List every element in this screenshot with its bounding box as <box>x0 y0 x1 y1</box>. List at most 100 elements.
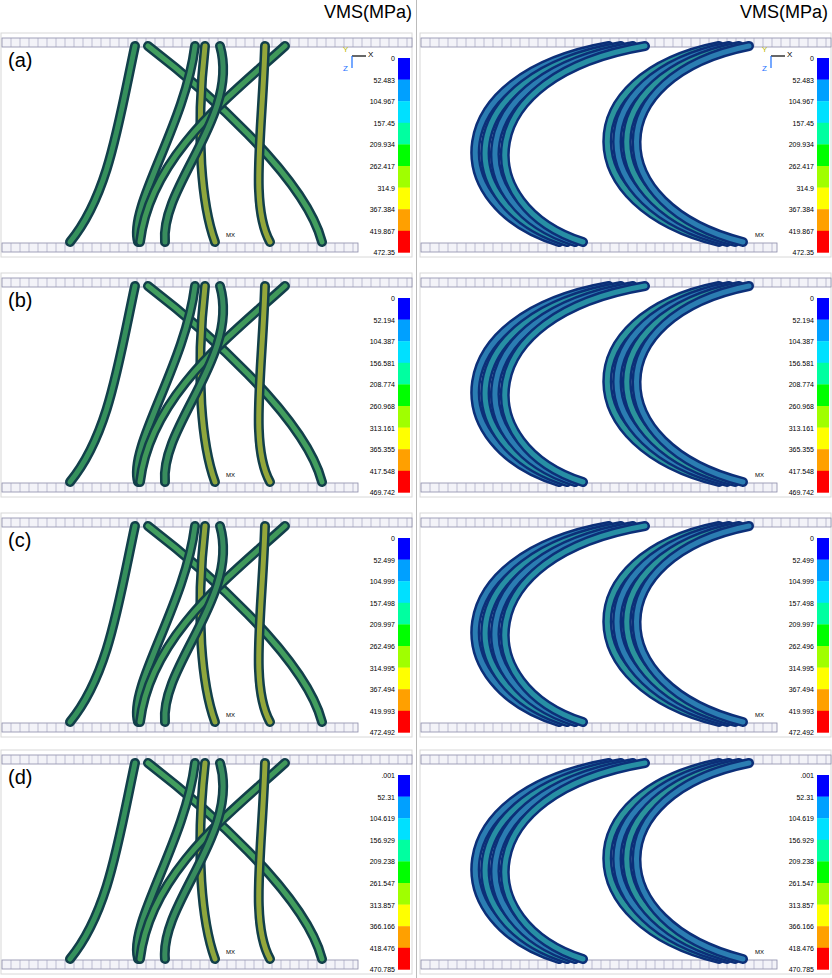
colorbar-value: 314.995 <box>370 664 395 671</box>
color-bar <box>398 538 410 733</box>
tube-front-view <box>70 526 322 722</box>
max-marker: MX <box>755 232 764 238</box>
plate <box>2 483 358 492</box>
colorbar-value: 209.934 <box>370 141 395 148</box>
colorbar-value: 367.384 <box>370 206 395 213</box>
color-bar <box>817 775 829 970</box>
panel-frame <box>420 513 831 737</box>
colorbar-value: 313.161 <box>789 424 814 431</box>
colorbar-value: 104.387 <box>789 338 814 345</box>
colorbar-value: 314.995 <box>789 664 814 671</box>
colorbar-value: 470.785 <box>370 966 395 973</box>
panel-frame <box>420 33 831 257</box>
colorbar-value: 104.999 <box>789 578 814 585</box>
panel-frame <box>420 273 831 497</box>
colorbar-value: 262.417 <box>370 163 395 170</box>
axis-label: Z <box>762 65 767 73</box>
colorbar-value: 52.499 <box>374 556 395 563</box>
colorbar-value: 0 <box>391 295 395 302</box>
colorbar-value: 419.867 <box>789 227 814 234</box>
colorbar-value: 104.967 <box>789 98 814 105</box>
tube-front-view <box>70 46 322 242</box>
colorbar-value: 366.166 <box>789 923 814 930</box>
color-bar <box>817 58 829 253</box>
color-bar <box>398 298 410 493</box>
colorbar-value: 262.496 <box>789 643 814 650</box>
colorbar-value: 104.619 <box>789 815 814 822</box>
colorbar-value: 419.993 <box>370 707 395 714</box>
panel-label: (b) <box>8 290 32 310</box>
colorbar-value: 314.9 <box>796 184 814 191</box>
column-divider <box>416 0 417 978</box>
colorbar-value: 470.785 <box>789 966 814 973</box>
colorbar-value: 0 <box>810 535 814 542</box>
max-marker: MX <box>755 712 764 718</box>
tube-front-view <box>70 286 322 482</box>
colorbar-value: 472.35 <box>793 249 814 256</box>
colorbar-value: 313.857 <box>789 901 814 908</box>
axis-label: X <box>368 51 373 59</box>
colorbar-value: 314.9 <box>377 184 395 191</box>
colorbar-value: .001 <box>800 772 814 779</box>
colorbar-value: 367.384 <box>789 206 814 213</box>
colorbar-value: 260.968 <box>370 403 395 410</box>
tube-side-view <box>475 763 749 959</box>
colorbar-value: .001 <box>381 772 395 779</box>
colorbar-value: 209.934 <box>789 141 814 148</box>
colorbar-value: 52.483 <box>374 76 395 83</box>
max-marker: MX <box>755 472 764 478</box>
tube-side-view <box>475 286 749 482</box>
colorbar-value: 261.547 <box>370 880 395 887</box>
colorbar-value: 208.774 <box>789 381 814 388</box>
colorbar-value: 52.483 <box>793 76 814 83</box>
colorbar-value: 157.498 <box>370 599 395 606</box>
colorbar-value: 156.929 <box>789 836 814 843</box>
tube-side-view <box>475 526 749 722</box>
plate <box>2 960 358 969</box>
plate <box>2 243 358 252</box>
colorbar-value: 0 <box>810 295 814 302</box>
colorbar-value: 419.867 <box>370 227 395 234</box>
axis-label: X <box>787 51 792 59</box>
axis-label: Z <box>343 65 348 73</box>
panel-frame <box>420 750 831 974</box>
colorbar-value: 52.194 <box>793 316 814 323</box>
colorbar-value: 417.548 <box>789 467 814 474</box>
colorbar-value: 418.476 <box>789 944 814 951</box>
max-marker: MX <box>755 949 764 955</box>
colorbar-value: 157.498 <box>789 599 814 606</box>
colorbar-value: 313.857 <box>370 901 395 908</box>
colorbar-value: 313.161 <box>370 424 395 431</box>
colorbar-value: 104.999 <box>370 578 395 585</box>
colorbar-value: 157.45 <box>793 119 814 126</box>
colorbar-value: 209.238 <box>789 858 814 865</box>
colorbar-value: 261.547 <box>789 880 814 887</box>
colorbar-value: 0 <box>810 55 814 62</box>
max-marker: MX <box>226 472 235 478</box>
color-bar <box>817 298 829 493</box>
column-header: VMS(MPa) <box>740 3 828 21</box>
column-header: VMS(MPa) <box>324 3 412 21</box>
colorbar-value: 209.997 <box>370 621 395 628</box>
colorbar-value: 157.45 <box>374 119 395 126</box>
colorbar-value: 262.496 <box>370 643 395 650</box>
colorbar-value: 260.968 <box>789 403 814 410</box>
panel-frame <box>1 273 412 497</box>
panel-frame <box>1 513 412 737</box>
panel-label: (d) <box>8 767 32 787</box>
color-bar <box>398 775 410 970</box>
colorbar-value: 104.619 <box>370 815 395 822</box>
colorbar-value: 367.494 <box>789 686 814 693</box>
colorbar-value: 418.476 <box>370 944 395 951</box>
panel-frame <box>1 750 412 974</box>
tube-side-view <box>475 46 749 242</box>
panel-frame <box>1 33 412 257</box>
tube-front-view <box>70 763 322 959</box>
plate <box>2 723 358 732</box>
colorbar-value: 365.355 <box>370 446 395 453</box>
colorbar-value: 472.492 <box>370 729 395 736</box>
colorbar-value: 209.997 <box>789 621 814 628</box>
colorbar-value: 209.238 <box>370 858 395 865</box>
